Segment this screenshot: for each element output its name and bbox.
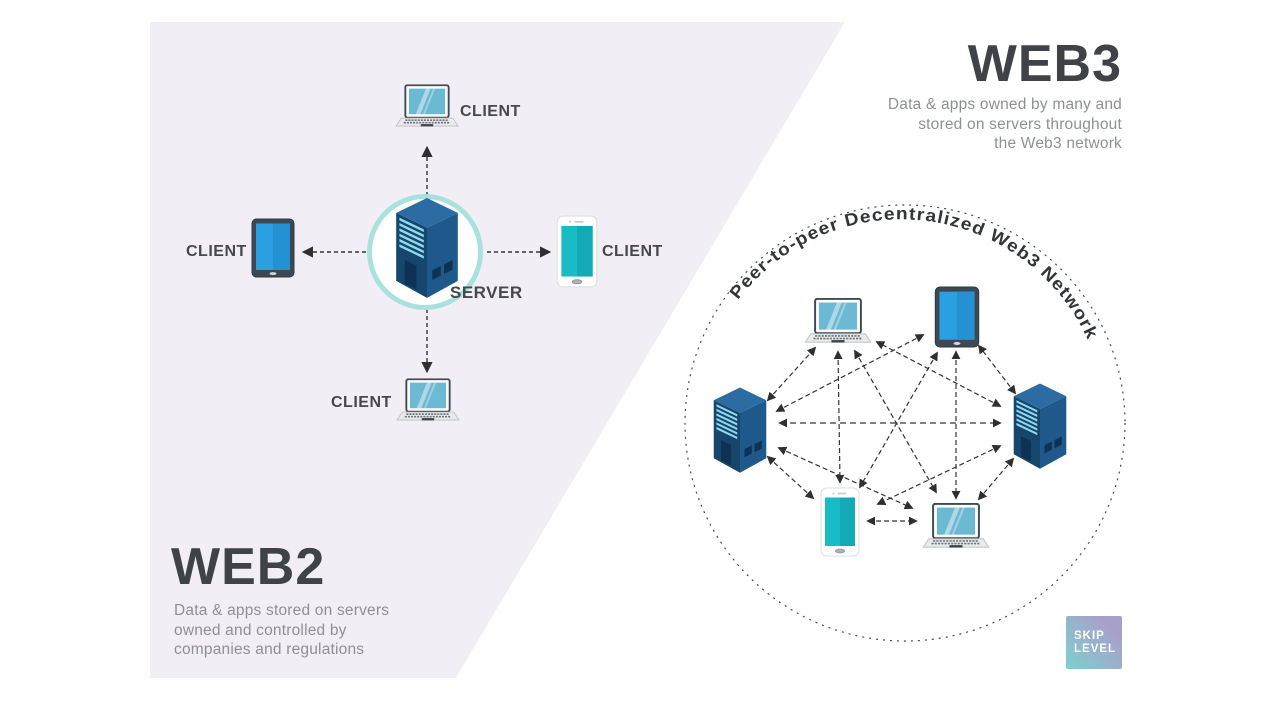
web2-description-line: companies and regulations bbox=[174, 641, 365, 658]
web3-description-line: stored on servers throughout bbox=[918, 115, 1122, 133]
web3-title: WEB3 bbox=[967, 35, 1122, 93]
web3-description: Data & apps owned by many and stored on … bbox=[800, 95, 1122, 154]
client-label-left: CLIENT bbox=[186, 243, 247, 260]
server-icon bbox=[711, 387, 769, 475]
laptop-icon bbox=[921, 503, 991, 551]
server-label: SERVER bbox=[450, 283, 523, 302]
server-icon bbox=[1011, 383, 1069, 471]
web2-description: Data & apps stored on servers owned and … bbox=[174, 601, 389, 660]
laptop-icon bbox=[803, 298, 873, 346]
client-label-right: CLIENT bbox=[602, 243, 663, 260]
skiplevel-logo: SKIP LEVEL bbox=[1066, 616, 1122, 669]
web2-title: WEB2 bbox=[171, 538, 326, 596]
client-label-top: CLIENT bbox=[460, 103, 521, 120]
logo-line-2: LEVEL bbox=[1074, 643, 1117, 655]
laptop-icon bbox=[395, 378, 461, 424]
phone-icon bbox=[556, 215, 598, 288]
web2-description-line: owned and controlled by bbox=[174, 621, 347, 639]
web3-description-line: Data & apps owned by many and bbox=[887, 96, 1122, 113]
web3-description-line: the Web3 network bbox=[994, 135, 1122, 152]
network-arc-label: Peer-to-peer Decentralized Web3 Network bbox=[725, 203, 1102, 342]
logo-line-1: SKIP bbox=[1074, 630, 1105, 642]
phone-icon bbox=[820, 487, 860, 557]
laptop-icon bbox=[394, 84, 460, 130]
tablet-icon bbox=[934, 286, 980, 348]
client-label-bottom: CLIENT bbox=[331, 394, 392, 411]
tablet-icon bbox=[251, 218, 295, 278]
web2-description-line: Data & apps stored on servers bbox=[174, 602, 390, 619]
